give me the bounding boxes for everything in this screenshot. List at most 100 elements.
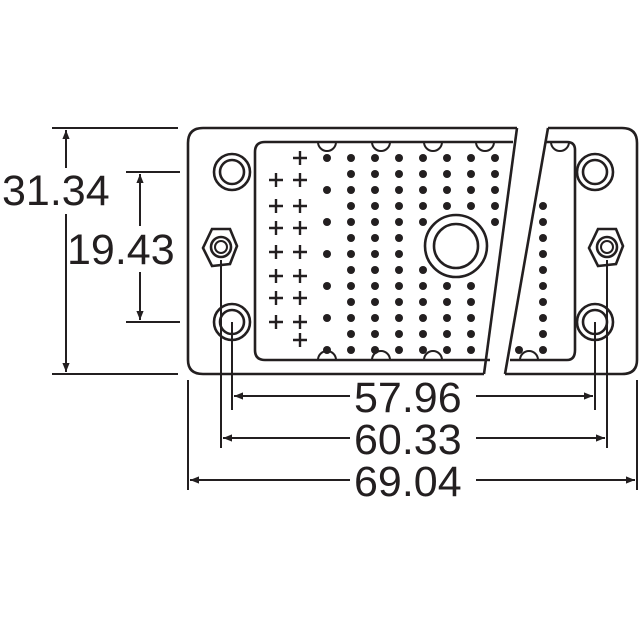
contact-dot: [371, 154, 379, 162]
contact-dot: [347, 154, 355, 162]
hex-jackscrew-left-icon: [201, 227, 239, 268]
extension-lines: [52, 127, 638, 490]
dimension-width-overall: 69.04: [190, 458, 635, 506]
contact-dot: [491, 170, 499, 178]
contact-dot: [395, 218, 403, 226]
contact-dot: [347, 266, 355, 274]
contact-dot: [395, 330, 403, 338]
contact-plus-icon: [269, 291, 283, 305]
contact-plus-icon: [269, 269, 283, 283]
contact-dot: [419, 186, 427, 194]
contact-dot: [347, 202, 355, 210]
contact-dot: [395, 314, 403, 322]
contact-dot: [491, 218, 499, 226]
mount-hole-top-right-icon: [575, 152, 615, 192]
contact-dot: [419, 202, 427, 210]
contact-dot: [347, 346, 355, 354]
contact-dot: [323, 186, 331, 194]
contact-dot: [323, 250, 331, 258]
contact-dot: [419, 346, 427, 354]
contact-dot: [371, 282, 379, 290]
contact-dot: [539, 314, 547, 322]
contact-plus-icon: [293, 151, 307, 165]
contact-dot: [539, 234, 547, 242]
contact-dot: [395, 154, 403, 162]
contact-dot: [347, 282, 355, 290]
contact-dot: [419, 154, 427, 162]
contact-dot: [395, 170, 403, 178]
contact-dot: [467, 186, 475, 194]
contact-dot: [347, 170, 355, 178]
contact-plus-markers: [269, 151, 307, 347]
insert-scallops-top: [317, 141, 570, 152]
contact-dot: [467, 298, 475, 306]
dimension-label-19-43: 19.43: [67, 226, 175, 274]
contact-dot: [371, 346, 379, 354]
dimension-label-69-04: 69.04: [354, 458, 462, 506]
contact-dot: [371, 266, 379, 274]
contact-dot: [443, 330, 451, 338]
contact-dot: [347, 314, 355, 322]
contact-dot: [419, 170, 427, 178]
dimension-height-mount: 19.43: [67, 174, 175, 320]
contact-plus-icon: [269, 199, 283, 213]
contact-dot: [539, 330, 547, 338]
contact-dot: [515, 346, 523, 354]
break-line-left: [482, 127, 519, 375]
contact-dot: [539, 282, 547, 290]
contact-dot: [443, 186, 451, 194]
contact-plus-icon: [293, 291, 307, 305]
break-line-right: [503, 127, 550, 375]
contact-dot: [371, 218, 379, 226]
contact-dot: [539, 218, 547, 226]
contact-dot: [443, 170, 451, 178]
contact-dot: [539, 202, 547, 210]
center-coax-icon: [423, 213, 489, 279]
contact-dot: [539, 250, 547, 258]
contact-dot: [395, 298, 403, 306]
contact-dot: [347, 250, 355, 258]
contact-plus-icon: [293, 315, 307, 329]
contact-dot: [347, 186, 355, 194]
contact-dot: [491, 154, 499, 162]
contact-dot: [443, 298, 451, 306]
contact-dot: [539, 266, 547, 274]
contact-dot: [347, 330, 355, 338]
contact-dot: [347, 298, 355, 306]
dimension-label-31-34: 31.34: [2, 167, 110, 215]
contact-dot: [443, 282, 451, 290]
contact-plus-icon: [293, 333, 307, 347]
contact-dot: [371, 250, 379, 258]
contact-dot: [323, 314, 331, 322]
contact-plus-icon: [269, 245, 283, 259]
dimension-width-outer-holes: 60.33: [223, 416, 605, 464]
contact-plus-icon: [269, 173, 283, 187]
contact-plus-icon: [293, 245, 307, 259]
contact-dot: [419, 218, 427, 226]
contact-plus-icon: [269, 221, 283, 235]
contact-dot: [347, 234, 355, 242]
contact-dot: [371, 298, 379, 306]
shell-right-part: [505, 126, 639, 376]
contact-dot: [371, 202, 379, 210]
contact-dot: [443, 202, 451, 210]
contact-dot: [419, 330, 427, 338]
contact-dot: [347, 218, 355, 226]
contact-dot: [395, 266, 403, 274]
contact-dot: [539, 346, 547, 354]
contact-dot: [467, 154, 475, 162]
contact-dot: [539, 298, 547, 306]
contact-dot: [467, 170, 475, 178]
shell-left-part: [186, 126, 517, 376]
dimension-height-outer: 31.34: [2, 130, 110, 372]
contact-dot: [419, 314, 427, 322]
contact-dot: [323, 154, 331, 162]
contact-plus-icon: [269, 315, 283, 329]
contact-plus-icon: [293, 199, 307, 213]
contact-plus-icon: [293, 269, 307, 283]
contact-dot-grid: [323, 154, 547, 354]
contact-dot: [395, 234, 403, 242]
contact-dot: [395, 282, 403, 290]
contact-dot: [371, 314, 379, 322]
